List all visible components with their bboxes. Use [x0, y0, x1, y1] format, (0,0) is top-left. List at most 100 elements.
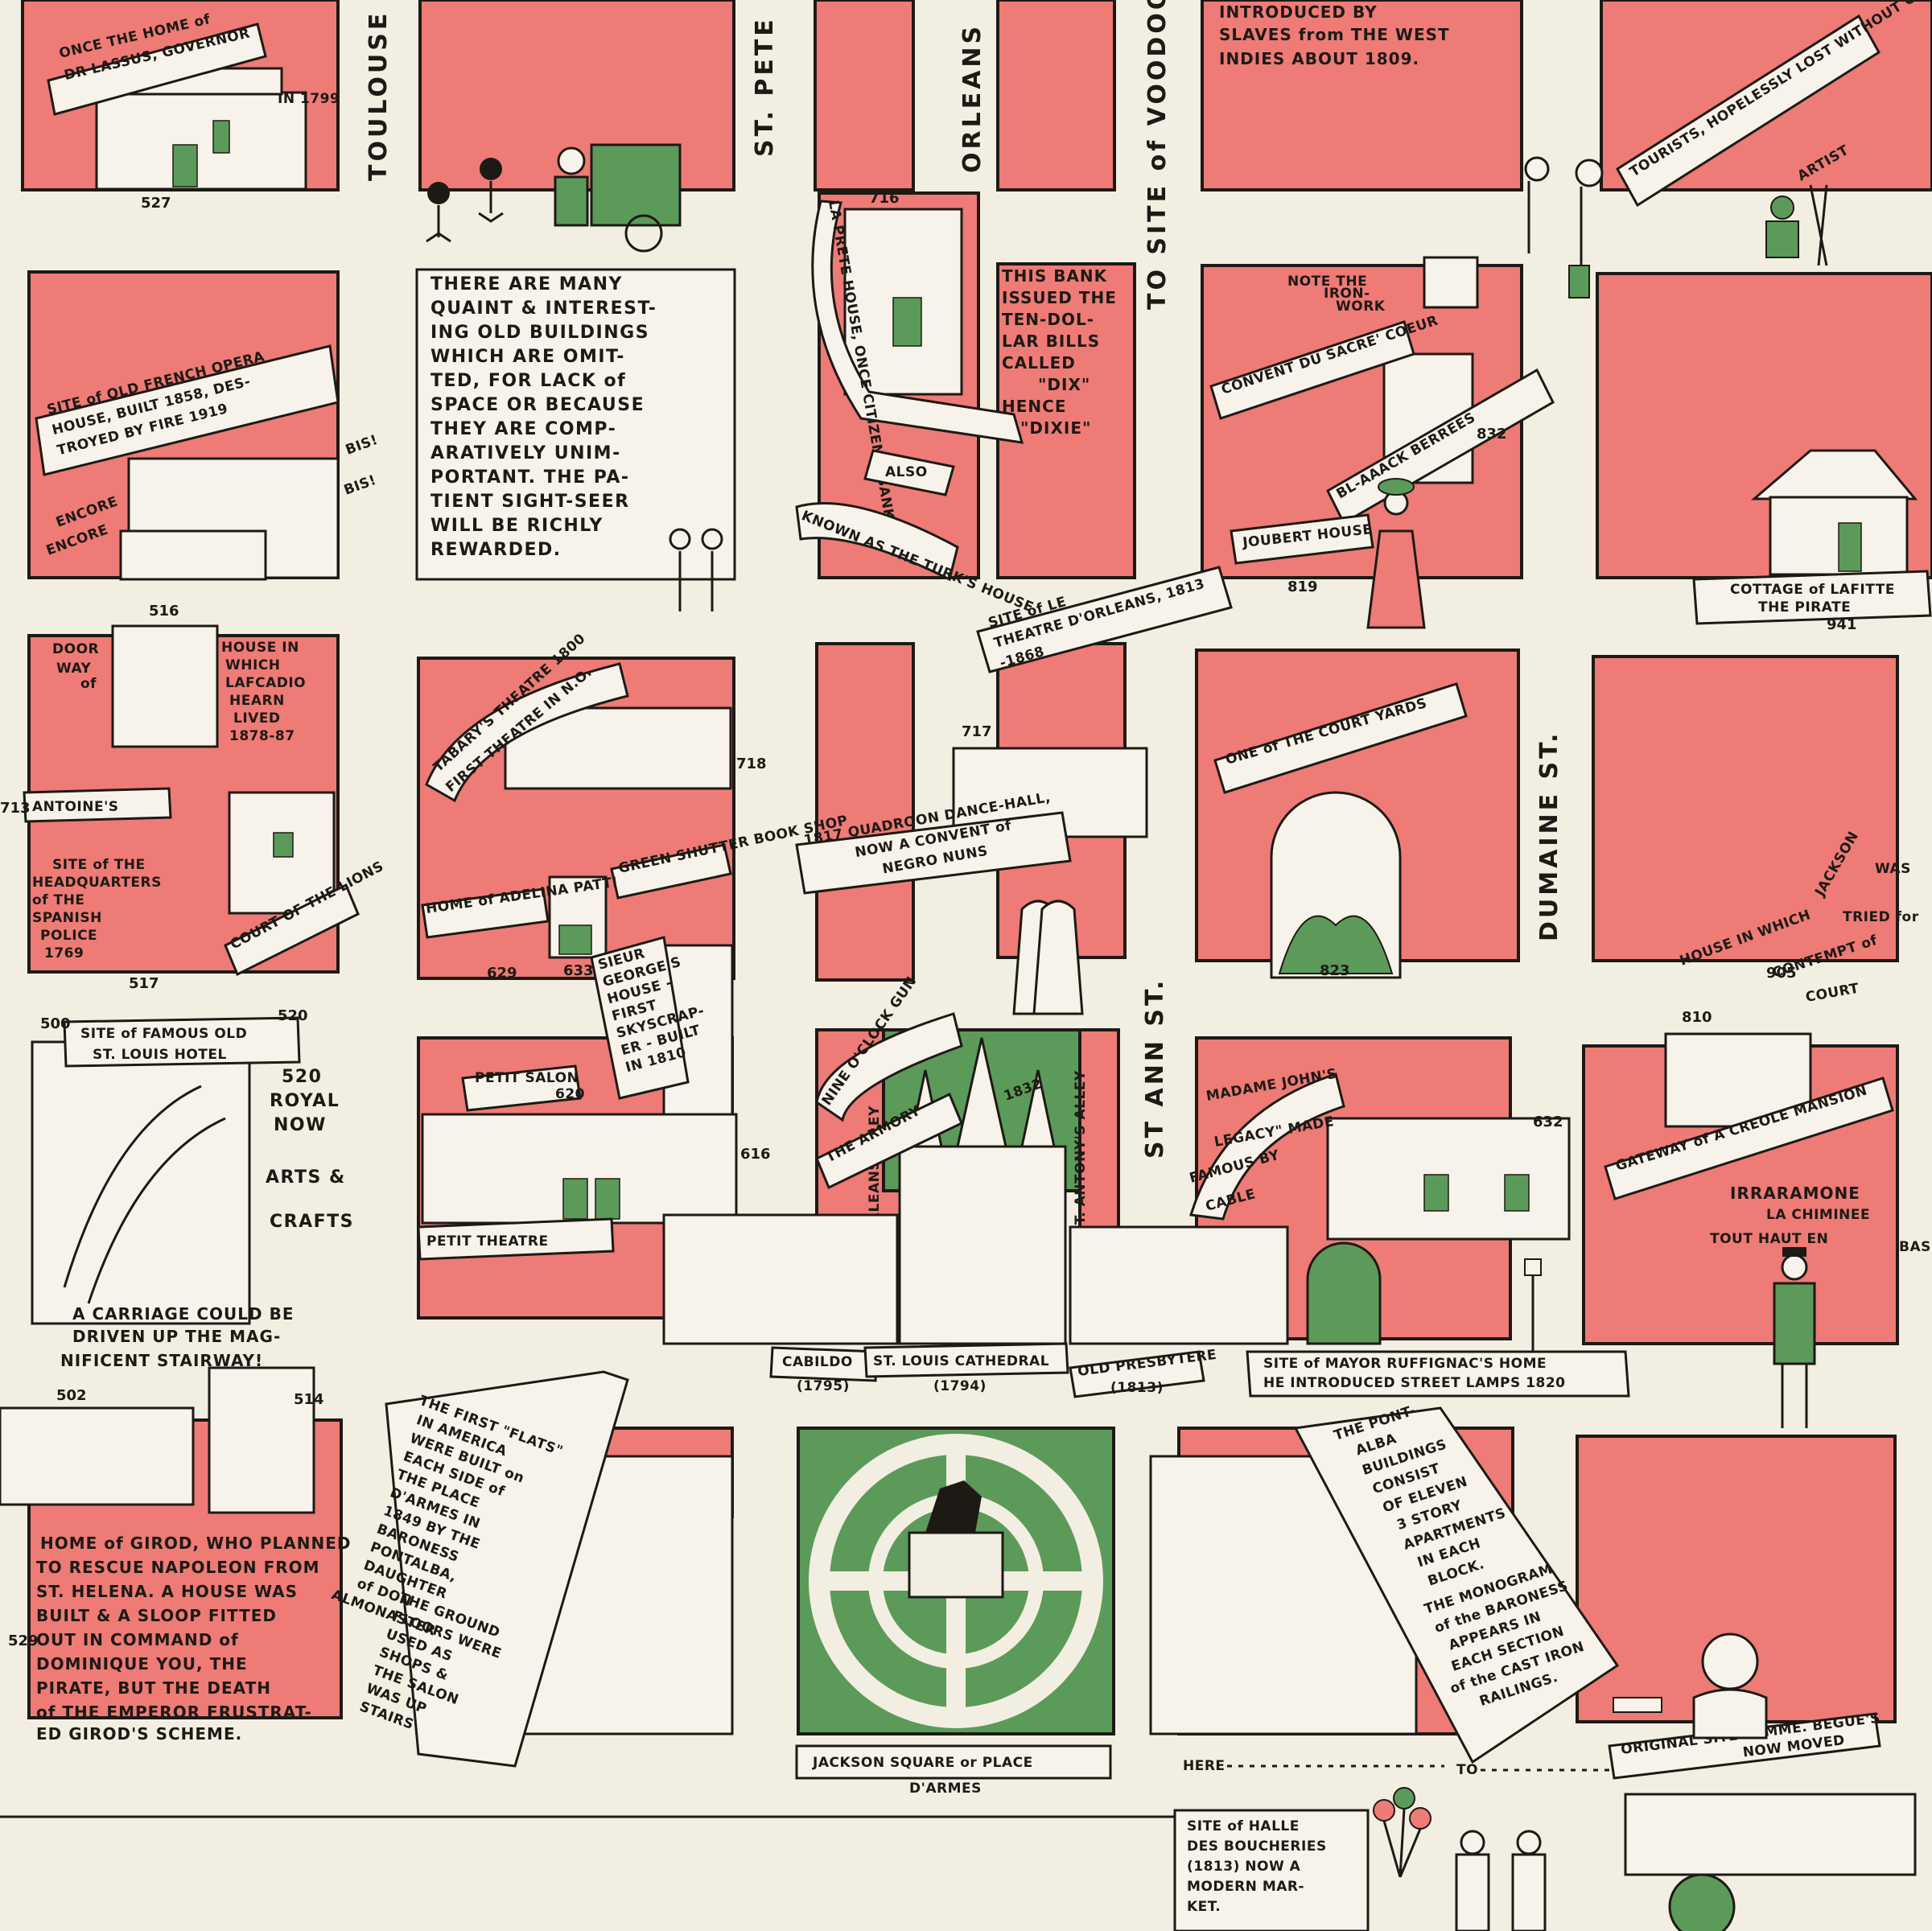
svg-text:ST. HELENA. A HOUSE WAS: ST. HELENA. A HOUSE WAS [36, 1582, 298, 1601]
svg-text:SITE of HALLE: SITE of HALLE [1187, 1818, 1300, 1834]
svg-text:514: 514 [294, 1391, 324, 1408]
svg-text:1769: 1769 [44, 945, 84, 961]
svg-text:ST. LOUIS CATHEDRAL: ST. LOUIS CATHEDRAL [873, 1353, 1049, 1369]
svg-text:TIENT SIGHT-SEER: TIENT SIGHT-SEER [430, 492, 630, 512]
svg-text:of THE: of THE [32, 892, 84, 908]
svg-text:THEY ARE COMP-: THEY ARE COMP- [430, 419, 616, 439]
label-here: HERE [1183, 1758, 1226, 1774]
svg-text:620: 620 [555, 1086, 585, 1102]
svg-text:633: 633 [563, 962, 594, 979]
label-opera: SITE of OLD FRENCH OPERA HOUSE, BUILT 18… [35, 344, 340, 476]
svg-text:A CARRIAGE COULD BE: A CARRIAGE COULD BE [72, 1304, 295, 1324]
label-jackson-square[interactable]: JACKSON SQUARE or PLACE D'ARMES [795, 1744, 1112, 1797]
svg-text:SITE of THE: SITE of THE [52, 857, 146, 873]
svg-text:WAY: WAY [56, 661, 92, 677]
label-cabildo[interactable]: CABILDO (1795) [769, 1346, 879, 1394]
svg-text:520: 520 [278, 1007, 308, 1024]
svg-text:LAR BILLS: LAR BILLS [1002, 331, 1100, 351]
svg-text:of: of [80, 676, 97, 692]
street-orleans-top: ORLEANS [958, 23, 987, 173]
svg-text:832: 832 [1477, 426, 1507, 443]
label-bis-2: BIS! [342, 472, 379, 499]
street-dumaine: DUMAINE ST. [1535, 731, 1563, 941]
note-halle: SITE of HALLE DES BOUCHERIES (1813) NOW … [1173, 1809, 1370, 1931]
svg-text:516: 516 [149, 603, 179, 620]
street-st-antonys-alley: ST. ANTONY'S ALLEY [1073, 1070, 1089, 1235]
svg-text:MODERN MAR-: MODERN MAR- [1187, 1879, 1304, 1895]
berry-seller-icon [1366, 478, 1426, 629]
label-ruffignac: SITE of MAYOR RUFFIGNAC'S HOME HE INTROD… [1246, 1350, 1630, 1398]
svg-text:SPACE OR BECAUSE: SPACE OR BECAUSE [430, 395, 645, 415]
svg-text:HEARN: HEARN [229, 693, 285, 709]
svg-text:DOOR: DOOR [52, 641, 99, 657]
svg-text:718: 718 [736, 756, 767, 772]
svg-text:NIFICENT STAIRWAY!: NIFICENT STAIRWAY! [60, 1351, 263, 1370]
svg-text:TO RESCUE NAPOLEON FROM: TO RESCUE NAPOLEON FROM [36, 1558, 320, 1577]
svg-text:DRIVEN UP THE MAG-: DRIVEN UP THE MAG- [72, 1327, 281, 1346]
svg-text:COURT: COURT [1804, 981, 1860, 1006]
svg-text:KET.: KET. [1187, 1899, 1221, 1915]
svg-text:ARATIVELY UNIM-: ARATIVELY UNIM- [430, 443, 621, 463]
note-slaves: INTRODUCED BY SLAVES from THE WEST INDIE… [1219, 2, 1449, 68]
svg-text:WHICH: WHICH [225, 657, 281, 673]
note-stairway: A CARRIAGE COULD BE DRIVEN UP THE MAG- N… [60, 1304, 295, 1370]
balloons-icon [1373, 1787, 1431, 1878]
label-petit-theatre: PETIT THEATRE [417, 1217, 615, 1261]
buildings [0, 67, 1918, 1876]
svg-text:IRON-: IRON- [1324, 286, 1370, 302]
svg-text:SITE of FAMOUS OLD: SITE of FAMOUS OLD [80, 1026, 247, 1042]
svg-text:IN 1799: IN 1799 [278, 91, 340, 107]
svg-text:500: 500 [40, 1015, 71, 1032]
label-presbytere[interactable]: OLD PRESBYTERE (1813) [1069, 1347, 1217, 1398]
jackson-statue-icon [925, 1480, 982, 1533]
svg-text:SPANISH: SPANISH [32, 910, 102, 926]
note-quaint-buildings: THERE ARE MANY QUAINT & INTEREST- ING OL… [415, 268, 736, 581]
svg-text:NOTE THE: NOTE THE [1287, 274, 1367, 290]
dancers-icon [426, 158, 504, 243]
svg-text:810: 810 [1682, 1009, 1712, 1026]
chimney-sweep-icon [1773, 1247, 1816, 1428]
svg-text:TOUT HAUT EN: TOUT HAUT EN [1710, 1231, 1828, 1247]
svg-text:ED GIROD'S SCHEME.: ED GIROD'S SCHEME. [36, 1724, 242, 1744]
street-st-ann: ST ANN ST. [1141, 978, 1169, 1159]
svg-text:HENCE: HENCE [1002, 397, 1066, 416]
label-joubert: JOUBERT HOUSE [1230, 513, 1374, 565]
svg-text:TRIED for: TRIED for [1843, 909, 1919, 925]
svg-text:LA CHIMINEE: LA CHIMINEE [1766, 1207, 1870, 1223]
svg-text:WAS: WAS [1875, 861, 1911, 877]
label-petit-salon: PETIT SALON 620 [461, 1064, 585, 1112]
jackson-square[interactable] [797, 1427, 1115, 1735]
street-to-site-voodoo: TO SITE of VOODOO [1143, 0, 1172, 310]
note-pontalba: THE PONT- ALBA BUILDINGS CONSIST OF ELEV… [1293, 1402, 1620, 1764]
note-dixie: THIS BANK ISSUED THE TEN-DOL- LAR BILLS … [1002, 266, 1117, 438]
label-bis-1: BIS! [344, 432, 381, 459]
svg-text:HOME of GIROD, WHO PLANNED: HOME of GIROD, WHO PLANNED [40, 1534, 351, 1553]
svg-text:PIRATE, BUT THE DEATH: PIRATE, BUT THE DEATH [36, 1678, 271, 1698]
svg-text:"DIX": "DIX" [1038, 375, 1090, 394]
svg-text:905: 905 [1766, 965, 1797, 982]
svg-text:JACKSON SQUARE or PLACE: JACKSON SQUARE or PLACE [812, 1755, 1033, 1771]
svg-text:ST. LOUIS HOTEL: ST. LOUIS HOTEL [93, 1047, 227, 1063]
svg-text:REWARDED.: REWARDED. [430, 540, 562, 560]
children-icon [669, 528, 723, 611]
svg-text:SITE of MAYOR RUFFIGNAC'S HOME: SITE of MAYOR RUFFIGNAC'S HOME [1263, 1356, 1547, 1372]
svg-text:BUILT & A SLOOP FITTED: BUILT & A SLOOP FITTED [36, 1606, 277, 1625]
label-st-louis-hotel: SITE of FAMOUS OLD ST. LOUIS HOTEL [63, 1016, 301, 1068]
svg-text:(1795): (1795) [797, 1378, 850, 1394]
label-cottage-lafitte: COTTAGE of LAFITTE THE PIRATE [1692, 570, 1932, 625]
svg-text:(1794): (1794) [933, 1378, 987, 1394]
note-hearn: HOUSE IN WHICH LAFCADIO HEARN LIVED 1878… [221, 640, 306, 744]
svg-text:NOW: NOW [274, 1115, 327, 1135]
label-cathedral[interactable]: ST. LOUIS CATHEDRAL (1794) [863, 1342, 1069, 1394]
svg-text:QUAINT & INTEREST-: QUAINT & INTEREST- [430, 299, 657, 319]
svg-text:HOUSE IN: HOUSE IN [221, 640, 299, 656]
svg-text:THE PIRATE: THE PIRATE [1758, 599, 1851, 616]
note-ironwork: NOTE THE IRON- WORK [1287, 274, 1385, 315]
street-toulouse: TOULOUSE [365, 10, 393, 181]
svg-text:ISSUED THE: ISSUED THE [1002, 288, 1117, 307]
svg-text:(1813) NOW A: (1813) NOW A [1187, 1859, 1301, 1875]
svg-text:1878-87: 1878-87 [229, 728, 295, 744]
svg-text:629: 629 [487, 965, 517, 982]
svg-text:HE INTRODUCED STREET LAMPS 182: HE INTRODUCED STREET LAMPS 1820 [1263, 1375, 1566, 1391]
